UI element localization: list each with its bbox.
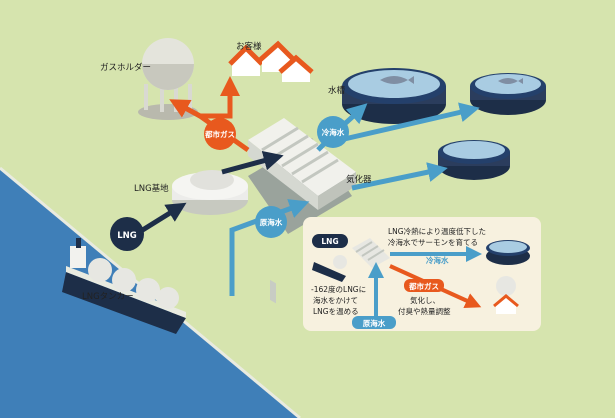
inset-raw-seawater-label: 原海水 [363, 318, 386, 328]
cold-seawater-arrow-2 [339, 102, 480, 143]
inset-gas-holder-icon [496, 276, 516, 296]
inset-city-gas-badge [404, 279, 444, 292]
city-gas-badge: 都市ガス [204, 118, 236, 150]
customers-label: お客様 [236, 41, 262, 52]
svg-text:都市ガス: 都市ガス [204, 129, 235, 139]
mini-tanker-icon [312, 262, 346, 282]
inset-cold-seawater-label: 冷海水 [426, 255, 449, 265]
svg-text:原海水: 原海水 [260, 217, 283, 227]
inset-cold-text-line1: LNG冷熱により温度低下した [388, 226, 486, 236]
lng-tanker-label: LNGタンカー [82, 292, 134, 302]
inset-gas-text-line1: 気化し、 [410, 295, 440, 305]
inset-houses-icon [493, 294, 519, 314]
process-inset-panel: LNG LNG冷熱により温度低下した 冷海水でサーモンを育てる 冷海水 都市ガス… [303, 217, 541, 331]
svg-text:冷海水: 冷海水 [322, 127, 345, 137]
salmon-tank-small-icon [470, 73, 546, 115]
inset-gas-text-line2: 付臭や熱量調整 [398, 306, 451, 316]
inset-city-gas-label: 都市ガス [408, 281, 439, 291]
cold-seawater-badge: 冷海水 [317, 116, 349, 148]
salmon-tank-small-icon [438, 140, 510, 180]
lng-badge: LNG [110, 217, 144, 251]
lng-to-vaporizer-arrow [221, 150, 284, 175]
inset-raw-seawater-badge [352, 316, 396, 329]
lng-base-tank-icon [172, 170, 248, 215]
mini-vaporizer-icon [352, 238, 390, 268]
svg-text:LNG: LNG [117, 231, 137, 241]
inset-lng-text-line3: LNGを温める [313, 307, 359, 316]
water-tank-label: 水槽 [328, 85, 346, 96]
lng-tanker-icon [62, 238, 186, 334]
salmon-tank-large-icon [342, 68, 446, 124]
inset-lng-text-line1: -162度のLNGに [311, 284, 366, 294]
inset-lng-badge: LNG [321, 237, 338, 246]
gas-holder-label: ガスホルダー [100, 62, 151, 73]
inset-cold-text-line2: 冷海水でサーモンを育てる [388, 237, 478, 247]
lng-base-label: LNG基地 [134, 183, 169, 194]
raw-seawater-badge: 原海水 [255, 206, 287, 238]
inset-salmon-tank-icon [486, 240, 530, 265]
vaporizer-label: 気化器 [346, 174, 372, 185]
inset-lng-text-line2: 海水をかけて [313, 295, 358, 305]
cold-seawater-arrow-3 [351, 162, 448, 191]
mini-lng-tank-icon [333, 255, 347, 269]
city-gas-to-holder-arrow [169, 99, 202, 119]
customer-houses-icon [228, 40, 314, 82]
